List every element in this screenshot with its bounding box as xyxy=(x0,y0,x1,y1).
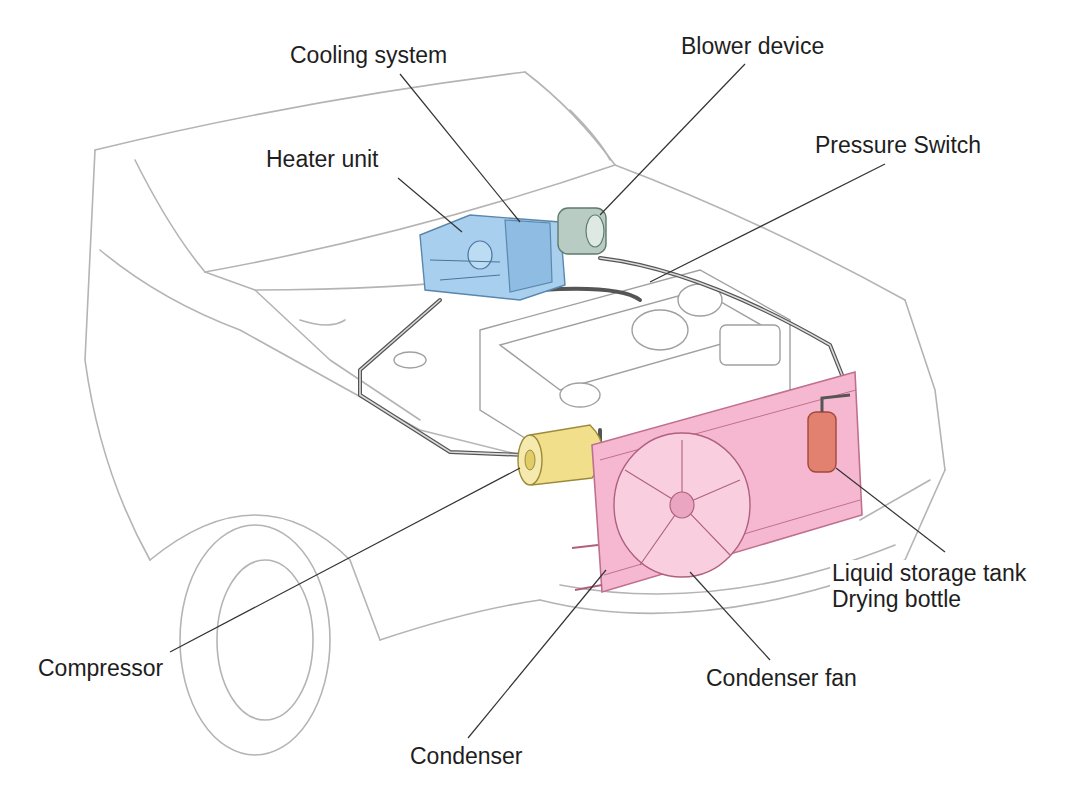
compressor xyxy=(518,425,603,485)
drying-bottle xyxy=(808,395,850,472)
leader-line xyxy=(836,468,945,552)
blower-intake xyxy=(586,215,604,247)
battery xyxy=(720,325,780,365)
part-label: Drying bottle xyxy=(830,586,963,612)
car-body xyxy=(85,72,945,755)
wheel-arch xyxy=(150,515,380,640)
oil-cap xyxy=(560,383,600,407)
leader-line xyxy=(690,572,770,660)
heater-detail xyxy=(430,260,500,280)
blower-case xyxy=(558,208,606,254)
a-pillar xyxy=(135,160,205,272)
wiper xyxy=(300,320,345,325)
sill-front xyxy=(380,600,540,640)
leader-line xyxy=(400,74,520,222)
leader-line xyxy=(468,570,606,738)
pipe-liquid xyxy=(540,289,640,300)
leader-line xyxy=(600,64,745,215)
heater-unit xyxy=(420,215,565,300)
part-label: Condenser xyxy=(408,743,525,769)
pipe-suction xyxy=(360,300,525,455)
leader-line xyxy=(170,468,520,652)
fan-blades xyxy=(625,440,740,565)
pipe-highlight xyxy=(600,258,850,395)
door-front xyxy=(85,150,150,560)
part-label: Condenser fan xyxy=(704,665,859,691)
pipe-high xyxy=(600,258,850,395)
heater-case xyxy=(420,215,565,300)
air-filter xyxy=(632,310,688,350)
part-label: Blower device xyxy=(679,33,826,59)
hood-rear-right xyxy=(615,165,905,300)
front-tire xyxy=(180,525,330,755)
receiver-drier xyxy=(808,412,836,472)
pipe-highlight xyxy=(360,300,525,455)
part-label: Liquid storage tank xyxy=(830,560,1028,586)
drier-pipe xyxy=(822,395,850,412)
roof-line xyxy=(95,72,525,150)
compressor-clutch xyxy=(525,450,535,470)
leader-line xyxy=(650,164,885,282)
mirror-line xyxy=(570,110,610,160)
windshield-edge xyxy=(525,72,615,165)
fan-hub xyxy=(670,492,694,518)
condenser-core xyxy=(592,372,862,592)
leader-lines xyxy=(170,64,945,738)
compressor-pulley xyxy=(518,435,542,485)
blower-device xyxy=(558,208,606,254)
fender-right xyxy=(905,300,945,470)
heater-port xyxy=(468,241,492,269)
part-label: Heater unit xyxy=(264,146,381,172)
part-label: Compressor xyxy=(36,655,165,681)
fan-blade xyxy=(625,440,740,565)
leader-line xyxy=(398,178,462,232)
condenser-bracket xyxy=(572,545,602,590)
part-label: Pressure Switch xyxy=(813,132,983,158)
condenser-fan xyxy=(614,433,750,577)
part-label: Cooling system xyxy=(288,42,449,68)
reservoir-cap xyxy=(394,352,426,368)
condenser xyxy=(572,372,862,592)
evaporator-case xyxy=(505,220,552,292)
